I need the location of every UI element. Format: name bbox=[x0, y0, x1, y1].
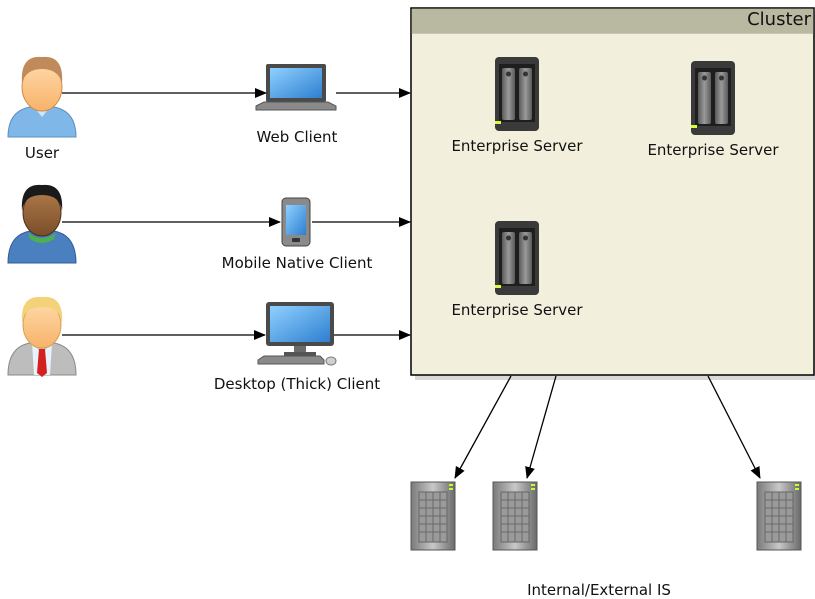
client-label-desktop: Desktop (Thick) Client bbox=[213, 375, 381, 393]
cluster-box bbox=[410, 7, 815, 380]
tower-server-icon bbox=[410, 481, 456, 551]
user-tie-icon bbox=[7, 296, 77, 377]
tower-server-icon bbox=[756, 481, 802, 551]
cluster-title: Cluster bbox=[747, 9, 811, 30]
server-label-1: Enterprise Server bbox=[451, 137, 583, 155]
arrow-cluster-is-3 bbox=[707, 375, 761, 479]
client-label-mobile: Mobile Native Client bbox=[221, 254, 373, 272]
arrow-cluster-is-2 bbox=[525, 375, 557, 479]
server-label-2: Enterprise Server bbox=[647, 141, 779, 159]
actor-label-user: User bbox=[24, 144, 60, 162]
connectors bbox=[62, 88, 761, 479]
mobile-phone-icon bbox=[281, 197, 311, 247]
laptop-icon bbox=[255, 64, 337, 111]
client-label-web: Web Client bbox=[256, 128, 338, 146]
tower-server-icon bbox=[492, 481, 538, 551]
arrow-cluster-is-1 bbox=[454, 375, 512, 479]
enterprise-server-icon bbox=[495, 221, 539, 295]
enterprise-server-icon bbox=[495, 57, 539, 131]
enterprise-server-icon bbox=[691, 61, 735, 135]
user-dark-icon bbox=[7, 184, 77, 264]
user-icon bbox=[7, 56, 77, 138]
external-is-label: Internal/External IS bbox=[527, 581, 671, 599]
desktop-monitor-icon bbox=[257, 302, 337, 366]
server-label-3: Enterprise Server bbox=[451, 301, 583, 319]
